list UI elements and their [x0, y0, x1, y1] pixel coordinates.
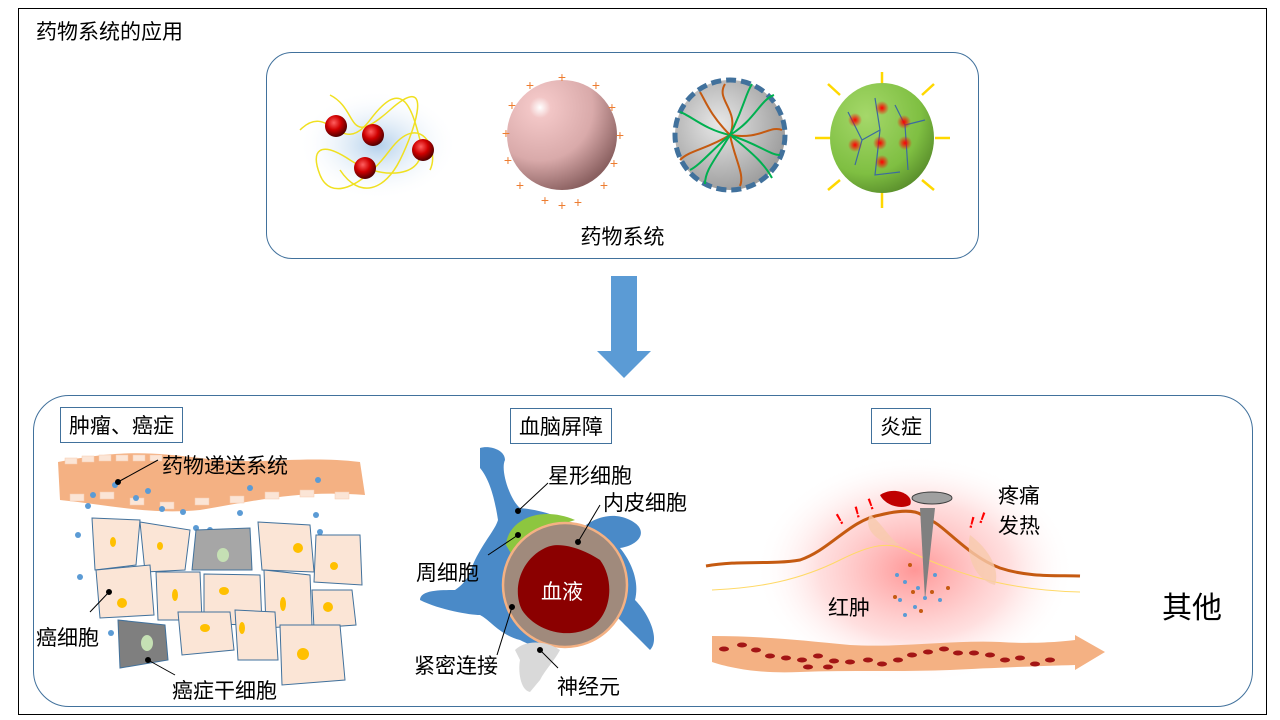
applications-panel: [33, 395, 1253, 707]
svg-text:+: +: [610, 155, 618, 171]
charged-liposome-icon: +++ +++ +++ +++ ++: [502, 69, 624, 213]
svg-text:+: +: [508, 97, 516, 113]
blood-lumen: [517, 545, 610, 634]
svg-text:+: +: [600, 177, 608, 193]
skin-surface: [705, 509, 1081, 578]
dendrimer-nanogel-icon: [815, 72, 950, 208]
drug-system-label: 药物系统: [580, 225, 665, 249]
down-arrow-icon: [597, 276, 651, 378]
cancer-stem-cell-label: 癌症干细胞: [172, 679, 277, 703]
bbb-pointer-lines: [487, 482, 601, 669]
svg-text:+: +: [541, 192, 549, 208]
svg-text:+: +: [516, 177, 524, 193]
cancer-cell-label: 癌细胞: [36, 626, 99, 650]
drug-delivery-label: 药物递送系统: [162, 454, 288, 478]
bbb-tag: 血脑屏障: [510, 408, 612, 444]
svg-text:+: +: [526, 77, 534, 93]
blood-label: 血液: [541, 580, 583, 604]
cell-nuclei: [110, 537, 338, 660]
svg-text:!: !: [977, 510, 988, 528]
svg-text:!: !: [853, 504, 863, 522]
fever-label: 发热: [998, 514, 1040, 538]
drug-system-panel: 药物系统: [266, 52, 979, 259]
inflammation-tag: 炎症: [871, 408, 931, 444]
tumor-tag: 肿瘤、癌症: [60, 407, 183, 443]
endothelial-cell-label: 内皮细胞: [603, 491, 687, 515]
astrocyte-label: 星形细胞: [548, 464, 632, 488]
svg-text:+: +: [608, 99, 616, 115]
inflammation-blood-vessel: [712, 635, 1105, 673]
micelle-icon: [672, 77, 788, 193]
pain-label: 疼痛: [998, 484, 1040, 508]
other-label: 其他: [1162, 591, 1222, 626]
stem-cell-nuclei: [141, 548, 229, 651]
svg-text:+: +: [616, 127, 624, 143]
drug-particles: [75, 477, 323, 636]
svg-text:+: +: [558, 197, 566, 213]
tumor-pointer-lines: [89, 459, 176, 676]
svg-text:+: +: [502, 125, 510, 141]
inflammation-glow: [755, 455, 1075, 685]
svg-text:!: !: [967, 514, 977, 532]
nail-icon: [911, 491, 953, 600]
immune-cells: [893, 563, 950, 617]
neuron-illustration: [515, 642, 560, 692]
svg-text:+: +: [504, 152, 512, 168]
svg-text:+: +: [574, 194, 582, 210]
svg-text:!: !: [866, 496, 877, 514]
swelling-label: 红肿: [828, 596, 870, 620]
polymer-nanoparticle-icon: [298, 90, 458, 200]
pericyte-label: 周细胞: [416, 561, 479, 585]
svg-text:+: +: [592, 77, 600, 93]
page-title: 药物系统的应用: [36, 20, 183, 44]
tight-junction-label: 紧密连接: [414, 654, 498, 678]
neuron-label: 神经元: [557, 675, 620, 699]
svg-text:+: +: [558, 69, 566, 85]
cancer-cells: [91, 517, 363, 686]
figure-frame: [18, 8, 1267, 715]
